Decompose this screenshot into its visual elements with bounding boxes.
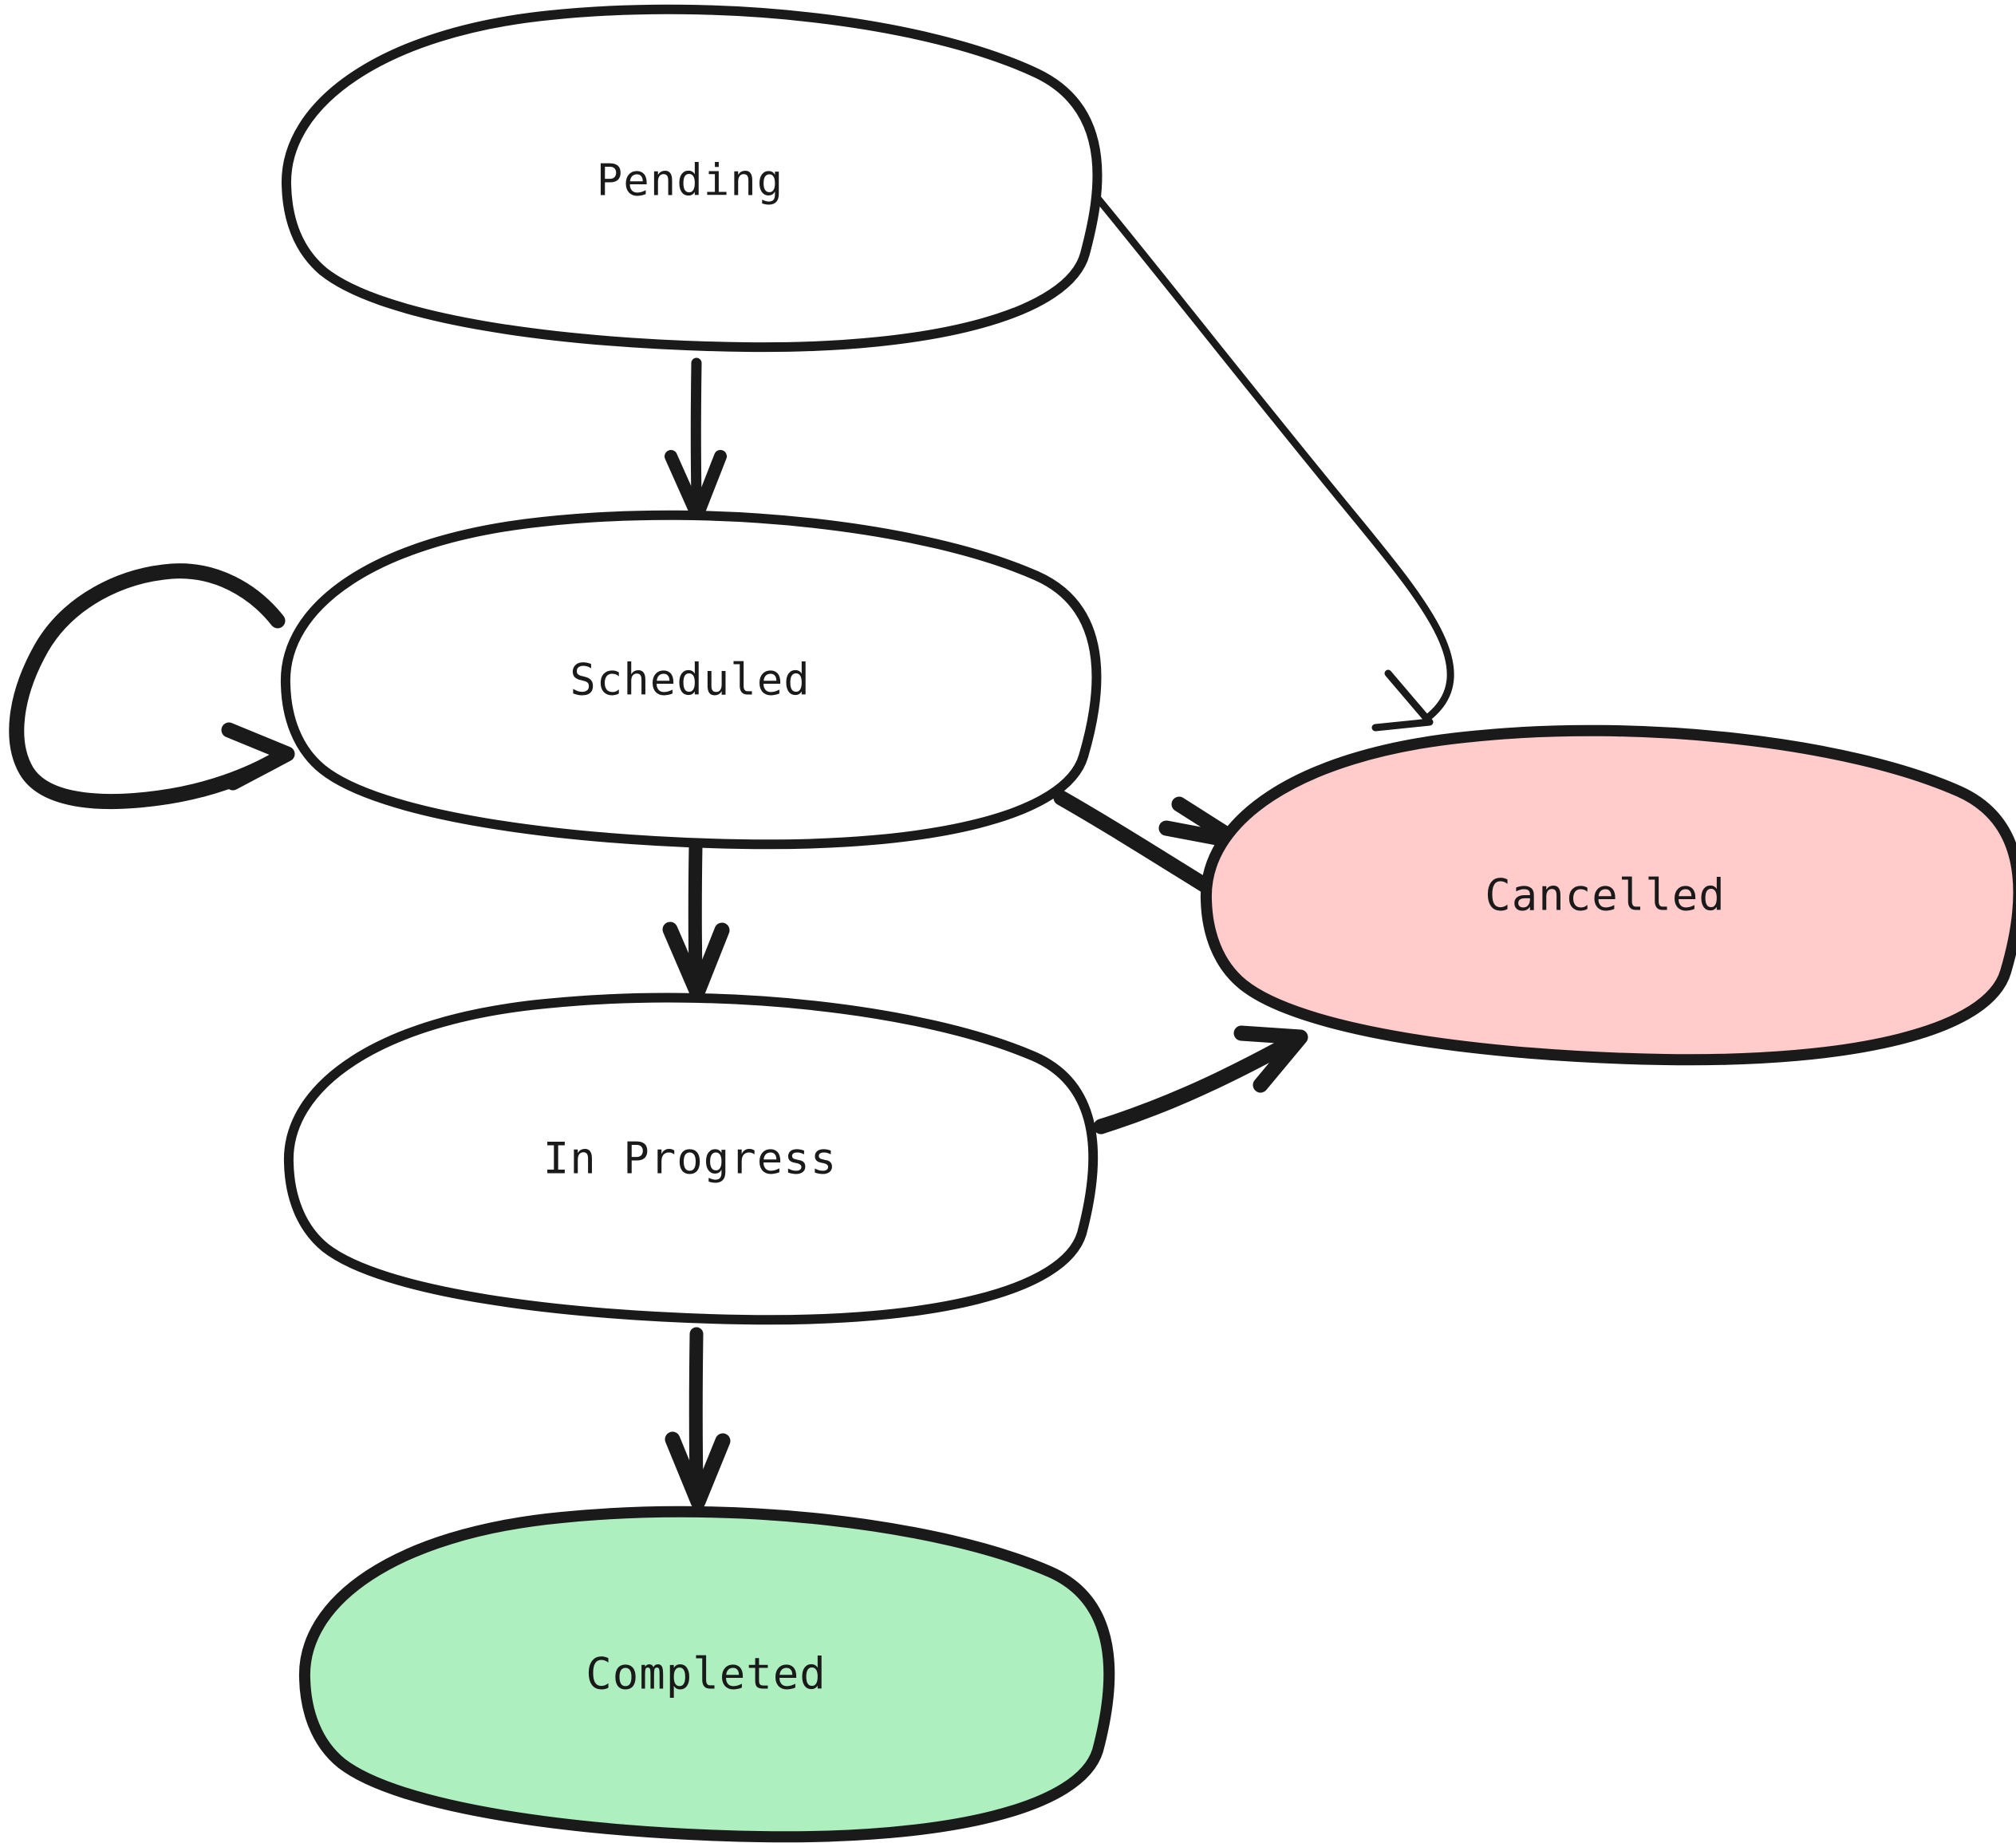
edge-pending-cancelled-line	[1079, 177, 1454, 722]
node-cancelled-label: Cancelled	[1485, 870, 1726, 921]
node-completed-ellipse	[298, 1506, 1115, 1843]
edge-inprogress-cancelled-arrowhead	[1233, 1025, 1308, 1093]
edge-pending-cancelled[interactable]	[1079, 177, 1454, 732]
node-scheduled-label: Scheduled	[570, 655, 811, 705]
node-pending-label: Pending	[597, 156, 784, 206]
edge-layer	[9, 177, 1454, 1510]
edge-scheduled-self-loop-line	[9, 563, 286, 810]
node-completed-label: Completed	[586, 1649, 827, 1699]
edge-inprogress-cancelled-line	[1093, 1037, 1294, 1135]
edge-pending-scheduled[interactable]	[665, 357, 727, 522]
edge-scheduled-self-loop[interactable]	[9, 563, 295, 810]
node-in-progress[interactable]: In Progress	[283, 993, 1099, 1325]
node-pending[interactable]: Pending	[281, 4, 1103, 353]
edge-inprogress-completed-arrowhead	[665, 1431, 731, 1510]
edge-scheduled-inprogress-arrowhead	[662, 922, 730, 1000]
node-completed[interactable]: Completed	[298, 1506, 1115, 1843]
node-cancelled-ellipse	[1200, 724, 2016, 1066]
edge-inprogress-completed[interactable]	[665, 1327, 731, 1510]
node-layer: Pending Scheduled In Progress Completed …	[280, 4, 2016, 1843]
edge-scheduled-inprogress-line	[688, 839, 703, 982]
node-pending-ellipse	[281, 4, 1103, 353]
node-cancelled[interactable]: Cancelled	[1200, 724, 2016, 1066]
edge-inprogress-cancelled[interactable]	[1093, 1025, 1308, 1135]
edge-scheduled-inprogress[interactable]	[662, 839, 730, 1000]
node-scheduled-ellipse	[280, 510, 1102, 850]
node-in-progress-ellipse	[283, 993, 1099, 1325]
node-scheduled[interactable]: Scheduled	[280, 510, 1102, 850]
edge-scheduled-self-loop-arrowhead	[221, 722, 295, 791]
edge-pending-cancelled-arrowhead	[1371, 669, 1434, 732]
node-in-progress-label: In Progress	[543, 1134, 838, 1184]
